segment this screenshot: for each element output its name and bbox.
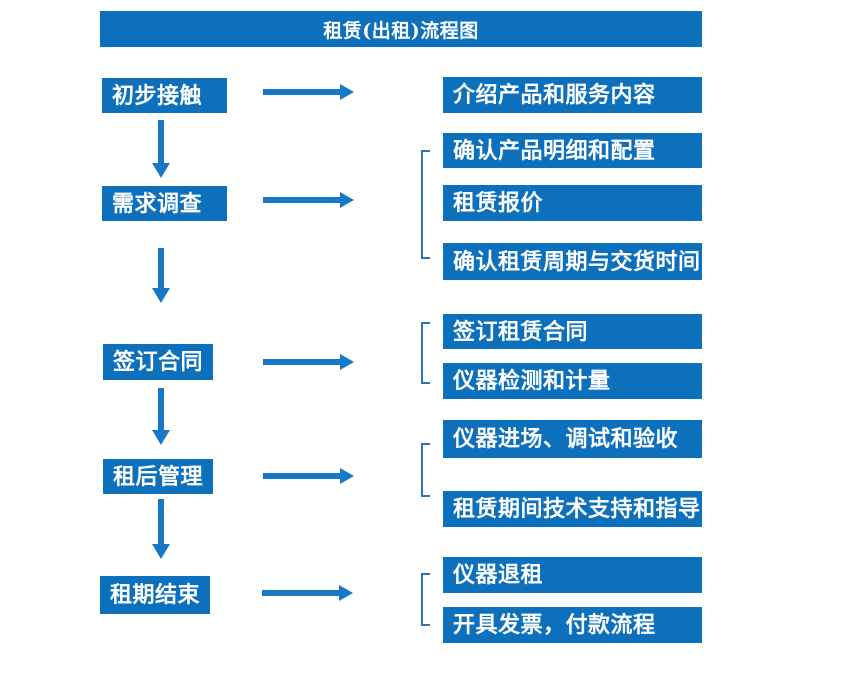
stage-label-post-rental-management: 租后管理: [113, 463, 204, 490]
right-arrow-icon: [263, 354, 354, 370]
detail-label-rental-quote: 租赁报价: [453, 190, 544, 216]
stage-box-initial-contact: 初步接触: [102, 78, 227, 113]
detail-box-sign-rental-contract: 签订租赁合同: [443, 314, 702, 349]
down-arrow-icon: [152, 388, 170, 445]
stage-box-sign-contract: 签订合同: [103, 344, 213, 380]
detail-label-confirm-product-details: 确认产品明细和配置: [453, 137, 656, 164]
right-arrow-icon: [263, 468, 354, 484]
down-arrow-shaft: [158, 499, 164, 544]
stage-box-demand-survey: 需求调查: [102, 186, 227, 221]
right-arrow-shaft: [263, 359, 341, 365]
detail-box-instrument-setup: 仪器进场、调试和验收: [443, 420, 702, 458]
detail-box-rental-quote: 租赁报价: [443, 185, 702, 221]
stage-box-post-rental-management: 租后管理: [103, 459, 213, 494]
right-arrow-head: [340, 354, 354, 370]
down-arrow-icon: [152, 248, 170, 303]
stage-label-demand-survey: 需求调查: [112, 190, 203, 217]
title-bar: 租赁(出租)流程图: [100, 11, 702, 47]
detail-label-technical-support: 租赁期间技术支持和指导: [453, 496, 701, 522]
detail-box-confirm-product-details: 确认产品明细和配置: [443, 133, 702, 168]
page-title: 租赁(出租)流程图: [323, 19, 479, 42]
down-arrow-head: [152, 430, 170, 445]
right-arrow-icon: [262, 585, 353, 601]
group-bracket-post-rental: [421, 443, 430, 497]
detail-label-sign-rental-contract: 签订租赁合同: [453, 318, 589, 345]
down-arrow-icon: [152, 120, 170, 178]
right-arrow-head: [340, 192, 354, 208]
down-arrow-shaft: [158, 388, 164, 430]
down-arrow-head: [152, 544, 170, 559]
right-arrow-shaft: [263, 89, 341, 95]
group-bracket-demand-survey: [421, 150, 430, 259]
right-arrow-icon: [263, 84, 354, 100]
right-arrow-head: [340, 468, 354, 484]
detail-label-instrument-inspection: 仪器检测和计量: [453, 368, 611, 394]
detail-label-introduce-products: 介绍产品和服务内容: [453, 82, 656, 108]
right-arrow-shaft: [263, 197, 341, 203]
detail-box-confirm-rental-period: 确认租赁周期与交货时间: [443, 243, 702, 280]
stage-box-lease-end: 租期结束: [100, 576, 210, 614]
detail-box-instrument-inspection: 仪器检测和计量: [443, 363, 702, 399]
down-arrow-head: [152, 163, 170, 178]
detail-label-confirm-rental-period: 确认租赁周期与交货时间: [453, 248, 701, 275]
group-bracket-sign-contract: [421, 322, 430, 384]
down-arrow-head: [152, 288, 170, 303]
detail-box-instrument-return: 仪器退租: [443, 557, 702, 593]
stage-label-sign-contract: 签订合同: [113, 349, 204, 375]
down-arrow-shaft: [158, 120, 164, 163]
detail-box-introduce-products: 介绍产品和服务内容: [443, 77, 702, 113]
right-arrow-shaft: [263, 473, 341, 479]
down-arrow-shaft: [158, 248, 164, 288]
detail-label-instrument-return: 仪器退租: [453, 562, 544, 588]
down-arrow-icon: [152, 499, 170, 559]
right-arrow-head: [339, 585, 353, 601]
detail-box-invoice-payment: 开具发票，付款流程: [443, 607, 702, 643]
detail-label-invoice-payment: 开具发票，付款流程: [453, 612, 656, 638]
detail-label-instrument-setup: 仪器进场、调试和验收: [453, 426, 679, 452]
group-bracket-lease-end: [421, 573, 430, 626]
stage-label-initial-contact: 初步接触: [112, 82, 203, 109]
stage-label-lease-end: 租期结束: [110, 582, 201, 608]
right-arrow-head: [340, 84, 354, 100]
right-arrow-icon: [263, 192, 354, 208]
detail-box-technical-support: 租赁期间技术支持和指导: [443, 491, 702, 527]
right-arrow-shaft: [262, 590, 340, 596]
